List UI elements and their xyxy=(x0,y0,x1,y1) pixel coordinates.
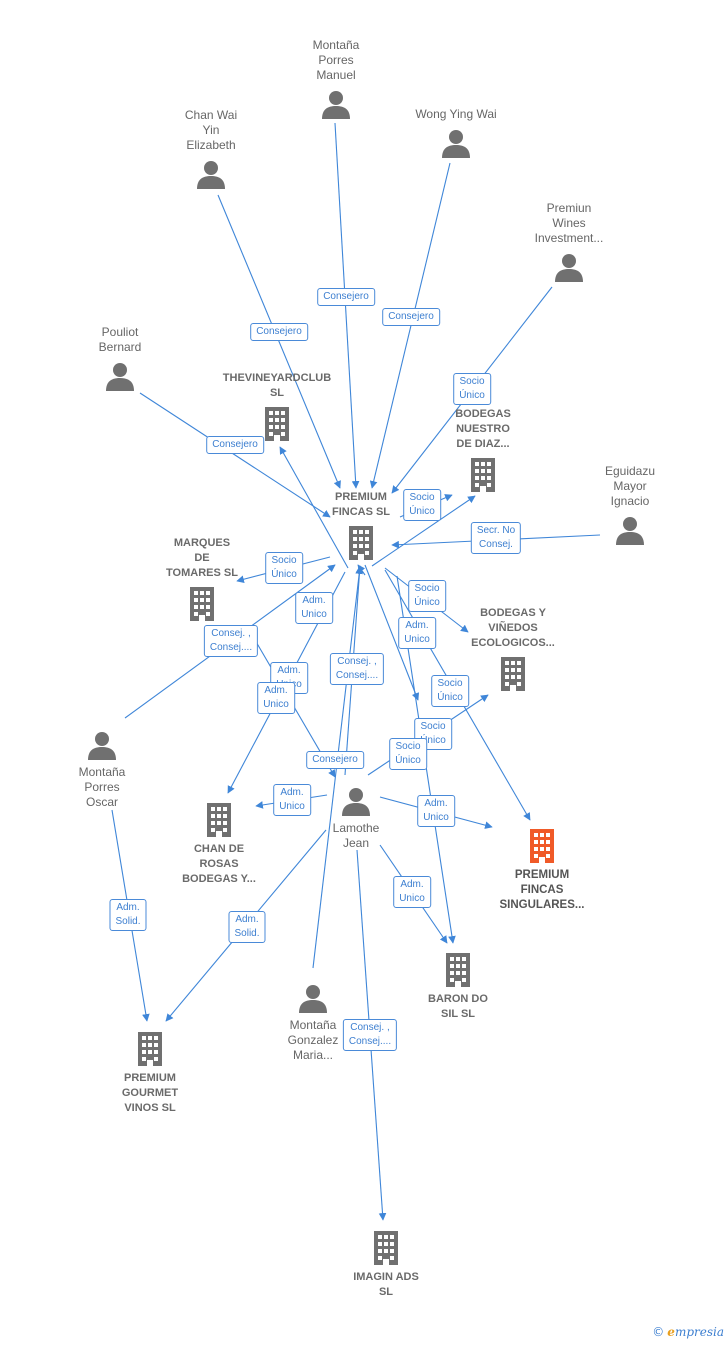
relationship-line-e5 xyxy=(139,392,331,518)
building-icon[interactable] xyxy=(207,803,231,837)
relationship-role-label[interactable]: Consej. , Consej.... xyxy=(203,625,259,657)
building-icon[interactable] xyxy=(190,587,214,621)
person-icon[interactable] xyxy=(342,788,370,816)
node-label-eguidazu[interactable]: Eguidazu Mayor Ignacio xyxy=(604,464,656,508)
relationship-role-label[interactable]: Adm. Unico xyxy=(393,876,431,908)
relationship-line-e13 xyxy=(371,495,476,567)
relationship-role-label[interactable]: Consejero xyxy=(317,288,375,306)
relationship-line-e9 xyxy=(279,446,349,569)
relationship-role-label[interactable]: Adm. Unico xyxy=(398,617,436,649)
person-icon[interactable] xyxy=(322,91,350,119)
relationship-role-label[interactable]: Socio Único xyxy=(389,738,427,770)
person-icon[interactable] xyxy=(88,732,116,760)
relationship-role-label[interactable]: Adm. Unico xyxy=(273,784,311,816)
node-label-lamothe-jean[interactable]: Lamothe Jean xyxy=(332,821,380,850)
relationship-role-label[interactable]: Adm. Unico xyxy=(257,682,295,714)
node-label-bodegas-nuestro[interactable]: BODEGAS NUESTRO DE DIAZ... xyxy=(455,408,511,450)
node-label-chan-wai-yin[interactable]: Chan Wai Yin Elizabeth xyxy=(184,108,238,152)
relationship-role-label[interactable]: Socio Único xyxy=(431,675,469,707)
building-icon[interactable] xyxy=(471,458,495,492)
relationship-role-label[interactable]: Consejero xyxy=(306,751,364,769)
building-icon[interactable] xyxy=(138,1032,162,1066)
building-icon[interactable] xyxy=(501,657,525,691)
relationship-role-label[interactable]: Adm. Unico xyxy=(295,592,333,624)
building-icon[interactable] xyxy=(265,407,289,441)
relationship-line-e2 xyxy=(217,194,341,489)
building-icon[interactable] xyxy=(374,1231,398,1265)
person-icon[interactable] xyxy=(555,254,583,282)
person-icon[interactable] xyxy=(299,985,327,1013)
relationship-role-label[interactable]: Consej. , Consej.... xyxy=(329,653,385,685)
person-icon[interactable] xyxy=(197,161,225,189)
relationship-role-label[interactable]: Adm. Unico xyxy=(417,795,455,827)
relationship-role-label[interactable]: Secr. No Consej. xyxy=(470,522,522,554)
relationship-role-label[interactable]: Socio Único xyxy=(453,373,491,405)
person-icon[interactable] xyxy=(616,517,644,545)
node-label-premium-fincas-sl[interactable]: PREMIUM FINCAS SL xyxy=(331,491,391,518)
relationship-role-label[interactable]: Consejero xyxy=(206,436,264,454)
relationship-role-label[interactable]: Socio Único xyxy=(403,489,441,521)
node-label-chan-de-rosas[interactable]: CHAN DE ROSAS BODEGAS Y... xyxy=(182,843,256,885)
node-label-thevineyardclub[interactable]: THEVINEYARDCLUB SL xyxy=(222,372,332,399)
person-icon[interactable] xyxy=(106,363,134,391)
relationship-role-label[interactable]: Consejero xyxy=(250,323,308,341)
node-label-premium-gourmet[interactable]: PREMIUM GOURMET VINOS SL xyxy=(121,1072,179,1114)
node-label-montana-gonzalez[interactable]: Montaña Gonzalez Maria... xyxy=(287,1018,339,1062)
node-label-premiun-wines[interactable]: Premiun Wines Investment... xyxy=(534,201,604,245)
node-label-baron-do-sil[interactable]: BARON DO SIL SL xyxy=(428,993,488,1020)
relationship-role-label[interactable]: Consej. , Consej.... xyxy=(342,1019,398,1051)
node-label-wong-ying-wai[interactable]: Wong Ying Wai xyxy=(415,107,497,121)
node-label-bodegas-vinedos[interactable]: BODEGAS Y VIÑEDOS ECOLOGICOS... xyxy=(471,607,555,649)
relationship-role-label[interactable]: Socio Único xyxy=(408,580,446,612)
node-label-pouliot-bernard[interactable]: Pouliot Bernard xyxy=(98,325,142,354)
node-label-imagin-ads[interactable]: IMAGIN ADS SL xyxy=(353,1271,419,1298)
person-icon[interactable] xyxy=(442,130,470,158)
node-label-premium-fincas-singulares[interactable]: PREMIUM FINCAS SINGULARES... xyxy=(499,869,585,911)
relationship-line-e12 xyxy=(364,564,420,701)
building-icon[interactable] xyxy=(349,526,373,560)
node-label-montana-porres-manuel[interactable]: Montaña Porres Manuel xyxy=(312,38,360,82)
empresia-logo[interactable]: ©empresia xyxy=(652,1325,724,1339)
node-label-montana-porres-oscar[interactable]: Montaña Porres Oscar xyxy=(78,765,126,809)
relationship-role-label[interactable]: Consejero xyxy=(382,308,440,326)
node-label-marques-tomares[interactable]: MARQUES DE TOMARES SL xyxy=(166,537,238,579)
building-icon[interactable] xyxy=(446,953,470,987)
relationship-role-label[interactable]: Adm. Solid. xyxy=(109,899,147,931)
relationship-role-label[interactable]: Adm. Solid. xyxy=(228,911,266,943)
relationship-role-label[interactable]: Socio Único xyxy=(265,552,303,584)
building-icon[interactable] xyxy=(530,829,554,863)
